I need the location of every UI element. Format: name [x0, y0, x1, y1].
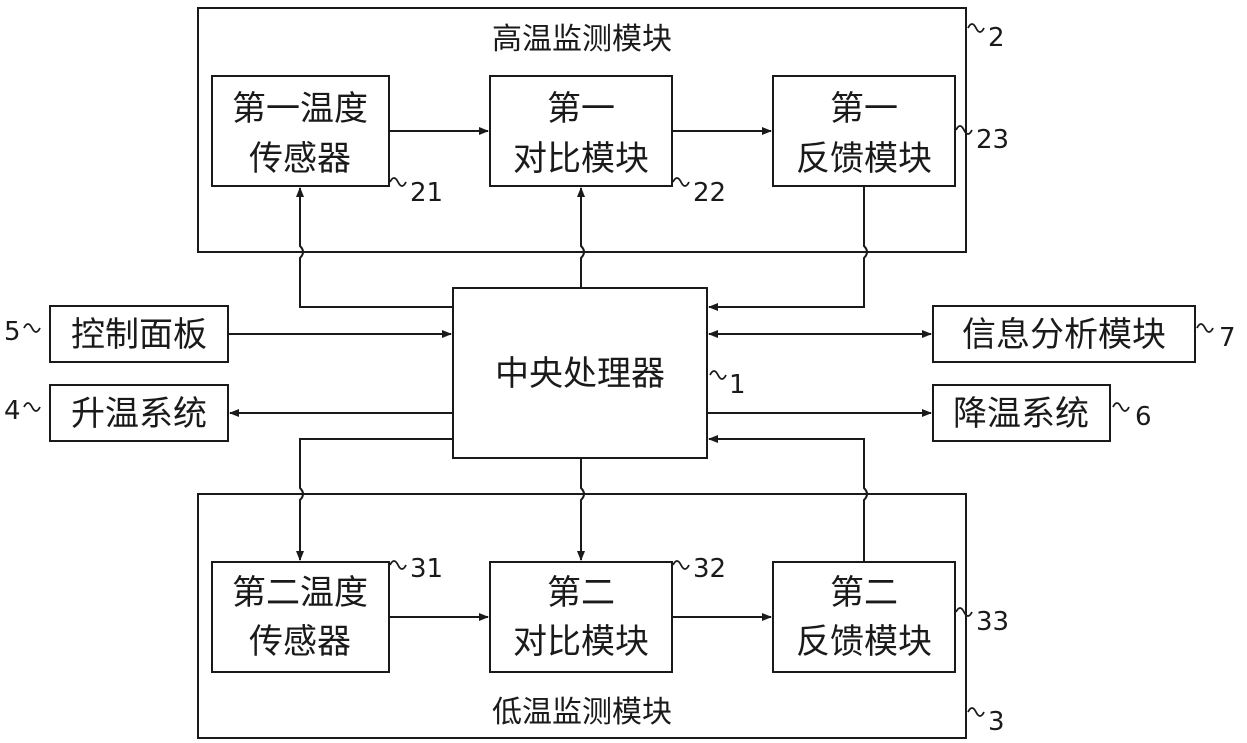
arrow-cpu-to-compare1 — [577, 187, 585, 288]
information-analysis-module-block: 信息分析模块 — [932, 305, 1196, 363]
second-feedback-module-line2: 反馈模块 — [796, 622, 932, 662]
first-temperature-sensor-line1: 第一温度 — [232, 89, 368, 129]
ref-numeral-6: 6 — [1135, 402, 1152, 432]
first-feedback-module-block: 第一 反馈模块 — [772, 75, 956, 187]
central-processor-label: 中央处理器 — [495, 354, 665, 394]
leader-ref-3 — [967, 707, 985, 717]
heating-system-label: 升温系统 — [71, 394, 207, 434]
second-comparison-module-line1: 第二 — [547, 573, 615, 613]
first-temperature-sensor-block: 第一温度 传感器 — [211, 75, 390, 187]
arrow-cpu-to-sensor2 — [296, 438, 453, 561]
ref-numeral-3: 3 — [988, 707, 1005, 737]
second-comparison-module-line2: 对比模块 — [513, 622, 649, 662]
second-temperature-sensor-line1: 第二温度 — [232, 573, 368, 613]
second-temperature-sensor-line2: 传感器 — [249, 622, 351, 662]
leader-ref-5 — [23, 323, 41, 333]
leader-ref-2 — [967, 23, 985, 33]
ref-numeral-2: 2 — [988, 23, 1005, 53]
second-feedback-module-line1: 第二 — [830, 573, 898, 613]
cooling-system-block: 降温系统 — [932, 384, 1111, 442]
ref-numeral-22: 22 — [693, 178, 726, 208]
arrow-cpu-to-sensor1 — [296, 187, 453, 308]
ref-numeral-33: 33 — [976, 607, 1009, 637]
leader-ref-22 — [672, 177, 690, 187]
central-processor-block: 中央处理器 — [452, 287, 708, 459]
high-temp-module-title: 高温监测模块 — [492, 22, 672, 57]
first-temperature-sensor-line2: 传感器 — [249, 139, 351, 179]
leader-ref-23 — [955, 125, 973, 135]
ref-numeral-21: 21 — [410, 178, 443, 208]
first-comparison-module-block: 第一 对比模块 — [489, 75, 673, 187]
ref-numeral-23: 23 — [976, 125, 1009, 155]
leader-ref-32 — [672, 560, 690, 570]
leader-ref-21 — [389, 177, 407, 187]
ref-numeral-32: 32 — [693, 554, 726, 584]
low-temp-module-title: 低温监测模块 — [492, 695, 672, 730]
ref-numeral-4: 4 — [4, 396, 21, 426]
control-panel-label: 控制面板 — [71, 315, 207, 355]
first-feedback-module-line2: 反馈模块 — [796, 139, 932, 179]
second-feedback-module-block: 第二 反馈模块 — [772, 561, 956, 673]
ref-numeral-7: 7 — [1219, 323, 1236, 353]
ref-numeral-1: 1 — [729, 370, 746, 400]
leader-ref-4 — [23, 402, 41, 412]
first-comparison-module-line2: 对比模块 — [513, 139, 649, 179]
leader-ref-33 — [955, 607, 973, 617]
first-feedback-module-line1: 第一 — [830, 89, 898, 129]
arrow-feedback2-to-cpu — [708, 435, 868, 562]
leader-ref-7 — [1196, 323, 1214, 333]
heating-system-block: 升温系统 — [49, 384, 229, 442]
second-comparison-module-block: 第二 对比模块 — [489, 561, 673, 673]
arrow-cpu-to-compare2 — [577, 458, 585, 561]
arrow-feedback1-to-cpu — [708, 186, 868, 311]
leader-ref-6 — [1112, 402, 1130, 412]
information-analysis-module-label: 信息分析模块 — [962, 315, 1166, 355]
ref-numeral-5: 5 — [4, 317, 21, 347]
first-comparison-module-line1: 第一 — [547, 89, 615, 129]
leader-ref-1 — [709, 370, 727, 380]
control-panel-block: 控制面板 — [49, 305, 229, 363]
ref-numeral-31: 31 — [410, 554, 443, 584]
leader-ref-31 — [389, 560, 407, 570]
second-temperature-sensor-block: 第二温度 传感器 — [211, 561, 390, 673]
cooling-system-label: 降温系统 — [953, 394, 1089, 434]
